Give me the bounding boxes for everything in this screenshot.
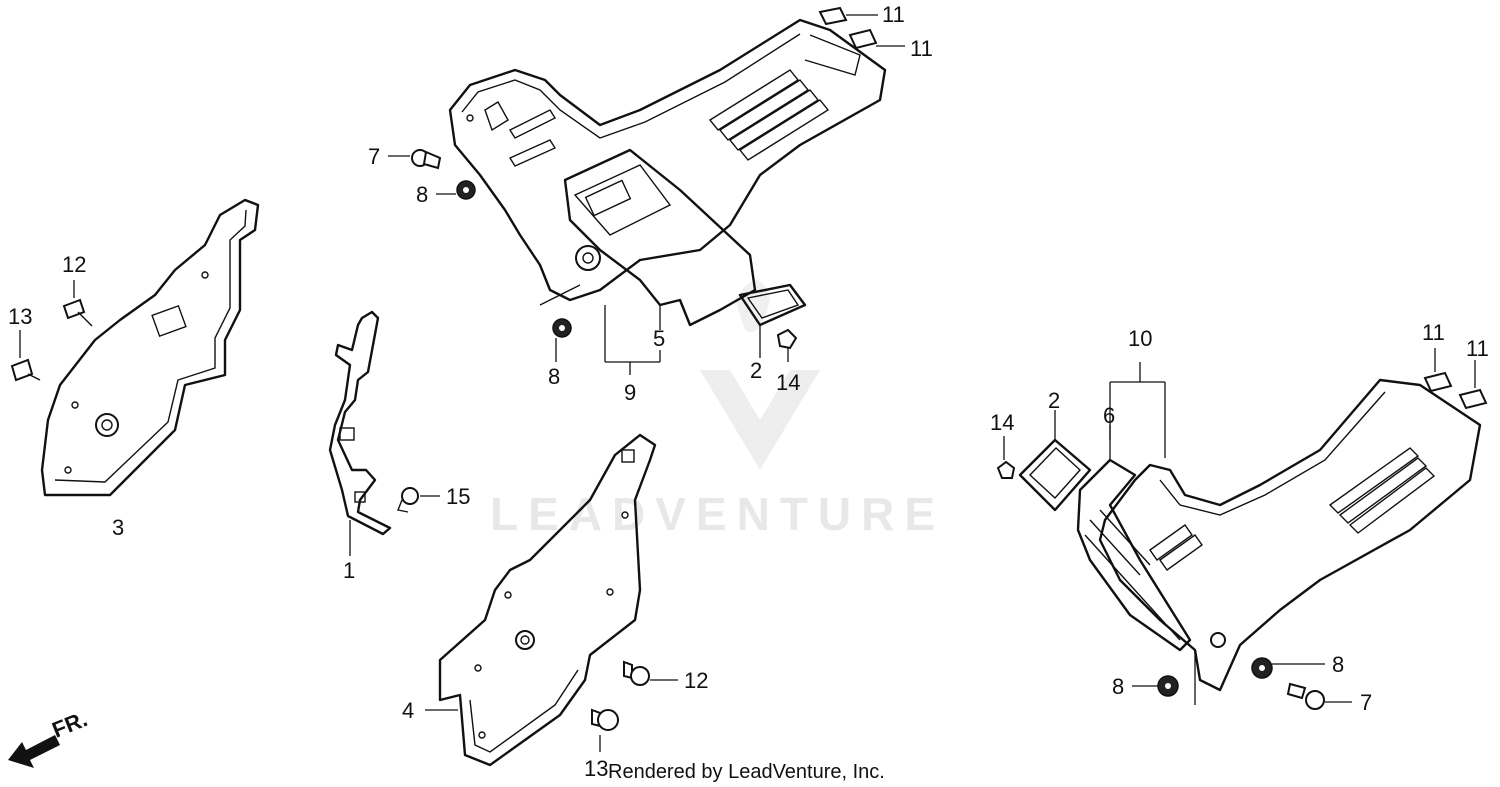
part-11-clip-upper-2[interactable] [848,28,905,50]
part-14-nut-center[interactable] [776,328,798,362]
callout-11-right-2: 11 [1466,336,1489,361]
callout-3: 3 [112,515,124,540]
watermark-text: LEADVENTURE [490,488,945,540]
part-11-clip-upper-1[interactable] [818,6,878,26]
rubber-mount-upper [575,245,601,271]
callout-13-left: 13 [8,304,32,329]
part-14-nut-right[interactable] [996,436,1016,479]
part-2-pad-center[interactable] [738,283,807,358]
callout-12-center: 12 [684,668,708,693]
part-4-lower-cover[interactable] [425,433,657,767]
callout-8-center: 8 [548,364,560,389]
arrow-icon [8,735,60,768]
part-right-main-cover[interactable] [1098,378,1482,705]
part-11-clip-right-2[interactable] [1458,360,1488,410]
part-12-bolt-left[interactable] [62,280,93,327]
part-12-bolt-center[interactable] [623,660,678,686]
front-direction-marker: FR. [8,706,91,768]
callout-9-bracket [539,284,661,375]
part-2-pad-right[interactable] [1018,410,1092,512]
part-3-side-cover[interactable] [40,198,260,497]
callout-8-right-2: 8 [1112,674,1124,699]
callout-13-center: 13 [584,756,608,781]
callout-14-right: 14 [990,410,1014,435]
watermark: LEADVENTURE [490,280,945,540]
callout-14-center: 14 [776,370,800,395]
callout-11-upper-2: 11 [910,36,933,61]
vent-slots-upper [708,69,830,161]
part-8-grommet-right-2[interactable] [1132,675,1179,697]
callout-2-right: 2 [1048,388,1060,413]
callout-11-upper-1: 11 [882,2,905,27]
callout-15: 15 [446,484,470,509]
part-8-grommet-upper[interactable] [436,180,476,200]
callout-7-upper: 7 [368,144,380,169]
callout-9: 9 [624,380,636,405]
part-1-bracket[interactable] [328,310,392,556]
part-13-bolt-left[interactable] [10,330,41,382]
callout-4: 4 [402,698,414,723]
callout-1: 1 [343,558,355,583]
part-15-clip[interactable] [397,487,440,513]
part-7-bolt-right[interactable] [1286,682,1352,710]
vent-slots-right [1328,447,1436,534]
part-8-grommet-center[interactable] [552,318,572,362]
callout-8-right-1: 8 [1332,652,1344,677]
callout-5: 5 [653,326,665,351]
callout-10: 10 [1128,326,1152,351]
credit-text: Rendered by LeadVenture, Inc. [608,761,885,783]
callout-11-right-1: 11 [1422,320,1445,345]
callout-labels: 1 2 2 3 4 5 6 7 7 8 8 8 8 9 10 11 11 11 … [8,2,1489,781]
callout-2-center: 2 [750,358,762,383]
part-7-bolt-upper[interactable] [388,149,442,170]
callout-7-right: 7 [1360,690,1372,715]
part-11-clip-right-1[interactable] [1423,348,1453,393]
callout-8-upper: 8 [416,182,428,207]
front-label: FR. [49,706,91,742]
callout-12-left: 12 [62,252,86,277]
part-upper-main-cover[interactable] [448,18,887,302]
part-8-grommet-right-1[interactable] [1251,657,1325,679]
part-13-bolt-center[interactable] [591,708,619,752]
part-6-inner-strip[interactable] [1076,458,1192,652]
part-5-inner-panel[interactable] [563,148,757,330]
callout-10-bracket [1109,362,1166,460]
callout-6: 6 [1103,403,1115,428]
